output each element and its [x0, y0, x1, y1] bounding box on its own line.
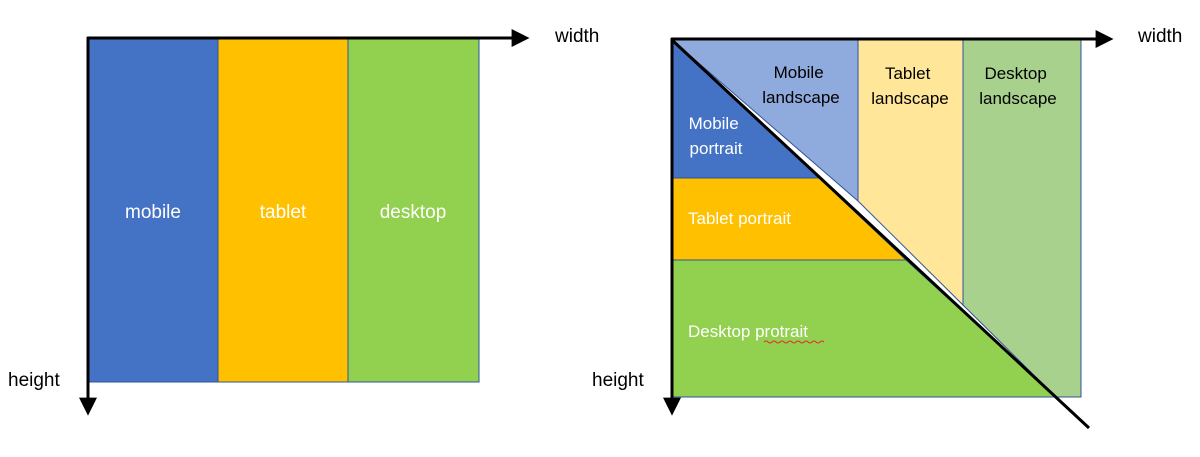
- height-axis-label: height: [8, 370, 60, 391]
- left-diagram: mobile tablet desktop width height: [8, 26, 599, 416]
- mobile-label: mobile: [125, 202, 181, 223]
- tablet-landscape-label: Tablet landscape: [871, 64, 949, 108]
- mobile-portrait-label: Mobile portrait: [689, 114, 744, 158]
- desktop-landscape-line2: landscape: [979, 89, 1057, 108]
- right-diagram: Mobile landscape Tablet landscape Deskto…: [592, 26, 1182, 430]
- tablet-portrait-label: Tablet portrait: [688, 209, 791, 228]
- desktop-label: desktop: [380, 202, 447, 223]
- mobile-portrait-line2: portrait: [690, 139, 743, 158]
- desktop-portrait-label: Desktop protrait: [688, 322, 808, 341]
- mobile-landscape-line2: landscape: [762, 88, 840, 107]
- tablet-landscape-line2: landscape: [871, 89, 949, 108]
- mobile-landscape-line1: Mobile: [774, 63, 824, 82]
- height-axis-label: height: [592, 370, 644, 391]
- desktop-landscape-line1: Desktop: [984, 64, 1046, 83]
- mobile-landscape-label: Mobile landscape: [762, 63, 840, 107]
- width-axis-label: width: [554, 26, 599, 47]
- mobile-column: [87, 37, 219, 383]
- tablet-label: tablet: [260, 202, 307, 223]
- spellcheck-underline: [763, 340, 825, 344]
- mobile-portrait-line1: Mobile: [689, 114, 739, 133]
- diagonal-line: [670, 38, 1091, 430]
- desktop-landscape-label: Desktop landscape: [979, 64, 1057, 108]
- tablet-column: [217, 37, 349, 383]
- width-axis-label: width: [1137, 26, 1182, 47]
- tablet-landscape-line1: Tablet: [885, 64, 931, 83]
